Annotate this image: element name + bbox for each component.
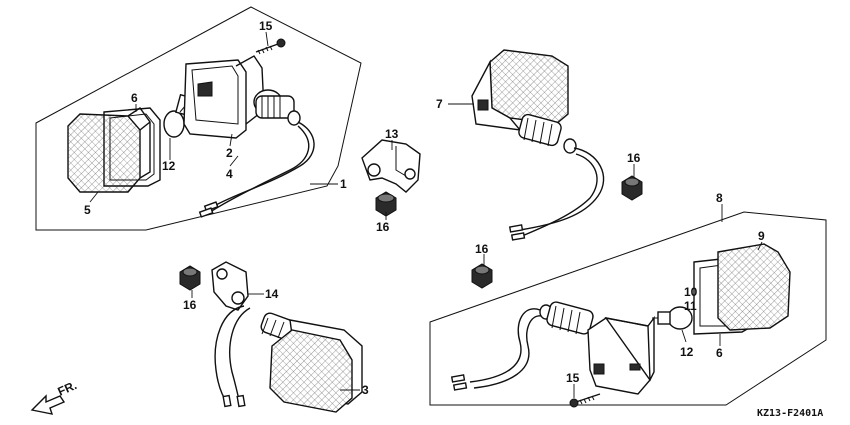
- callout-3: 3: [362, 383, 369, 397]
- front-direction-label: FR.: [56, 378, 79, 399]
- callout-15-upper: 15: [259, 19, 273, 33]
- callout-1: 1: [340, 177, 347, 191]
- callout-12-lower: 12: [680, 345, 694, 359]
- housing-2: [183, 55, 265, 139]
- callout-6-upper: 6: [131, 91, 138, 105]
- nut-16-c: [621, 175, 643, 201]
- socket-4: [198, 89, 315, 218]
- front-direction-arrow-icon: [30, 394, 66, 415]
- callout-16-b: 16: [183, 298, 197, 312]
- turn-signal-10-11: [450, 301, 655, 395]
- callout-13: 13: [385, 127, 399, 141]
- screw-15-upper: [255, 38, 286, 55]
- callout-9: 9: [758, 229, 765, 243]
- nut-16-b: [179, 265, 201, 291]
- callout-10: 10: [684, 285, 698, 299]
- callout-16-c: 16: [627, 151, 641, 165]
- callout-5: 5: [84, 203, 91, 217]
- nut-16-a: [375, 191, 397, 217]
- callout-12-upper: 12: [162, 159, 176, 173]
- callout-8: 8: [716, 191, 723, 205]
- callout-4: 4: [226, 167, 233, 181]
- lens-9: [717, 243, 791, 331]
- bracket-14: [211, 261, 249, 311]
- bracket-13: [361, 139, 421, 193]
- gasket-6-upper: [103, 107, 161, 187]
- callout-11: 11: [684, 299, 697, 313]
- callout-7: 7: [436, 97, 443, 111]
- screw-15-lower: [569, 393, 601, 408]
- callout-15-lower: 15: [566, 371, 580, 385]
- leader-lines: [89, 31, 763, 398]
- nut-16-d: [471, 263, 493, 289]
- assembly-boundary-8: [429, 211, 827, 406]
- lens-5: [67, 107, 151, 193]
- callout-14: 14: [265, 287, 279, 301]
- assembly-boundary-1: [35, 6, 362, 231]
- bulb-12-lower: [652, 306, 693, 330]
- callout-6-lower: 6: [716, 346, 723, 360]
- turn-signal-7: [471, 49, 605, 241]
- callout-16-d: 16: [475, 242, 489, 256]
- callout-16-a: 16: [376, 220, 390, 234]
- callout-2: 2: [226, 146, 233, 160]
- turn-signal-3: [214, 305, 363, 413]
- diagram-code: KZ13-F2401A: [757, 408, 823, 419]
